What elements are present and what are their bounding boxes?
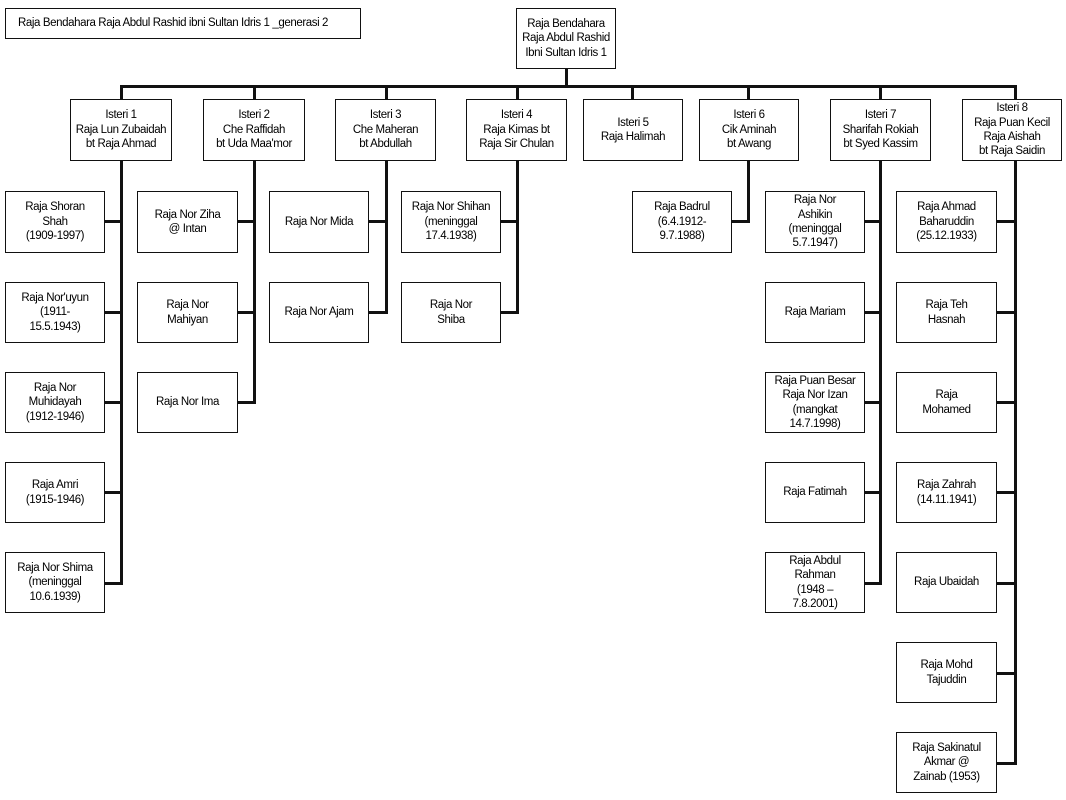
wife-node: Isteri 1 Raja Lun Zubaidah bt Raja Ahmad [70, 99, 172, 161]
child-node: Raja Mariam [765, 282, 865, 343]
wife-node: Isteri 6 Cik Aminah bt Awang [699, 99, 799, 161]
root-node: Raja Bendahara Raja Abdul Rashid Ibni Su… [516, 8, 616, 69]
child-node: Raja Shoran Shah (1909-1997) [5, 191, 105, 253]
connector-line [631, 85, 634, 100]
child-node: Raja Badrul (6.4.1912- 9.7.1988) [632, 191, 732, 253]
child-node: Raja Nor Shiba [401, 282, 501, 343]
connector-line [516, 160, 519, 314]
connector-line [385, 160, 388, 314]
child-node: Raja Nor Mahiyan [137, 282, 238, 343]
connector-line [731, 220, 750, 223]
connector-line [1014, 85, 1017, 100]
connector-line [104, 401, 123, 404]
connector-line [996, 311, 1017, 314]
connector-line [879, 160, 882, 585]
connector-line [104, 491, 123, 494]
connector-line [864, 491, 882, 494]
child-node: Raja Fatimah [765, 462, 865, 523]
child-node: Raja Nor Ashikin (meninggal 5.7.1947) [765, 191, 865, 253]
child-node: Raja Mohamed [896, 372, 997, 433]
connector-line [996, 491, 1017, 494]
wife-node: Isteri 8 Raja Puan Kecil Raja Aishah bt … [962, 99, 1062, 161]
child-node: Raja Nor Ajam [269, 282, 369, 343]
connector-line [747, 160, 750, 223]
connector-line [104, 311, 123, 314]
child-node: Raja Puan Besar Raja Nor Izan (mangkat 1… [765, 372, 865, 433]
child-node: Raja Nor'uyun (1911- 15.5.1943) [5, 282, 105, 343]
connector-line [516, 85, 519, 100]
connector-line [120, 160, 123, 585]
connector-line [120, 85, 1017, 88]
connector-line [120, 85, 123, 100]
child-node: Raja Ahmad Baharuddin (25.12.1933) [896, 191, 997, 253]
connector-line [996, 582, 1017, 585]
connector-line [253, 85, 256, 100]
wife-node: Isteri 2 Che Raffidah bt Uda Maa'mor [203, 99, 305, 161]
child-node: Raja Sakinatul Akmar @ Zainab (1953) [896, 732, 997, 793]
connector-line [500, 220, 519, 223]
chart-title: Raja Bendahara Raja Abdul Rashid ibni Su… [5, 8, 361, 39]
connector-line [996, 401, 1017, 404]
connector-line [104, 582, 123, 585]
child-node: Raja Nor Ima [137, 372, 238, 433]
connector-line [104, 220, 123, 223]
child-node: Raja Zahrah (14.11.1941) [896, 462, 997, 523]
connector-line [864, 582, 882, 585]
connector-line [237, 220, 256, 223]
connector-line [368, 311, 388, 314]
connector-line [864, 311, 882, 314]
child-node: Raja Abdul Rahman (1948 – 7.8.2001) [765, 552, 865, 613]
child-node: Raja Nor Ziha @ Intan [137, 191, 238, 253]
wife-node: Isteri 3 Che Maheran bt Abdullah [335, 99, 436, 161]
connector-line [996, 220, 1017, 223]
child-node: Raja Nor Mida [269, 191, 369, 253]
connector-line [368, 220, 388, 223]
connector-line [237, 401, 256, 404]
connector-line [500, 311, 519, 314]
connector-line [864, 220, 882, 223]
connector-line [565, 68, 568, 87]
child-node: Raja Nor Shihan (meninggal 17.4.1938) [401, 191, 501, 253]
connector-line [237, 311, 256, 314]
child-node: Raja Nor Muhidayah (1912-1946) [5, 372, 105, 433]
child-node: Raja Nor Shima (meninggal 10.6.1939) [5, 552, 105, 613]
connector-line [253, 160, 256, 404]
connector-line [996, 672, 1017, 675]
child-node: Raja Amri (1915-1946) [5, 462, 105, 523]
connector-line [996, 762, 1017, 765]
connector-line [864, 401, 882, 404]
connector-line [1014, 160, 1017, 765]
wife-node: Isteri 5 Raja Halimah [583, 99, 683, 161]
wife-node: Isteri 4 Raja Kimas bt Raja Sir Chulan [466, 99, 567, 161]
child-node: Raja Mohd Tajuddin [896, 642, 997, 703]
child-node: Raja Ubaidah [896, 552, 997, 613]
connector-line [385, 85, 388, 100]
connector-line [747, 85, 750, 100]
wife-node: Isteri 7 Sharifah Rokiah bt Syed Kassim [830, 99, 931, 161]
connector-line [879, 85, 882, 100]
child-node: Raja Teh Hasnah [896, 282, 997, 343]
